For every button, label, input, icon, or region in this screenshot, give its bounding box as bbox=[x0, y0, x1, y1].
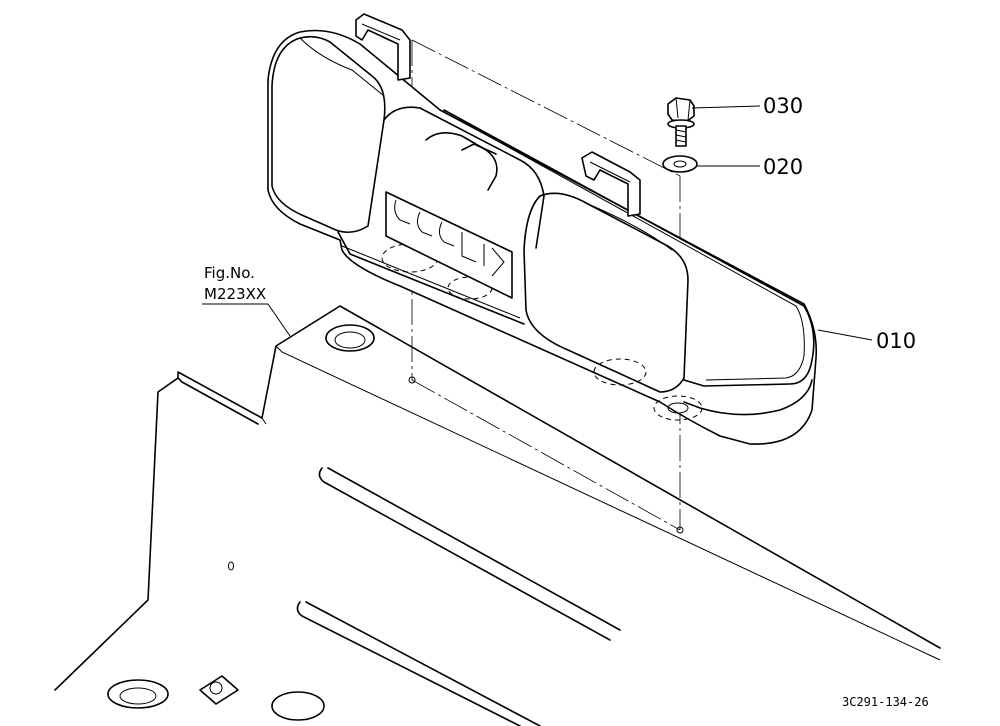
callout-020: 020 bbox=[763, 155, 803, 179]
figure-ref-label: Fig.No. bbox=[204, 264, 255, 282]
drawing-number: 3C291-134-26 bbox=[842, 695, 929, 709]
embossed-brand-lettering-icon bbox=[385, 191, 513, 299]
figure-ref-number: M223XX bbox=[204, 285, 266, 303]
base-plate bbox=[54, 305, 941, 726]
callout-030: 030 bbox=[763, 94, 803, 118]
callout-010: 010 bbox=[876, 329, 916, 353]
leader-lines bbox=[202, 105, 873, 341]
tool-box bbox=[267, 13, 818, 445]
flange-bolt-icon bbox=[667, 97, 695, 147]
washer-icon bbox=[662, 155, 698, 173]
